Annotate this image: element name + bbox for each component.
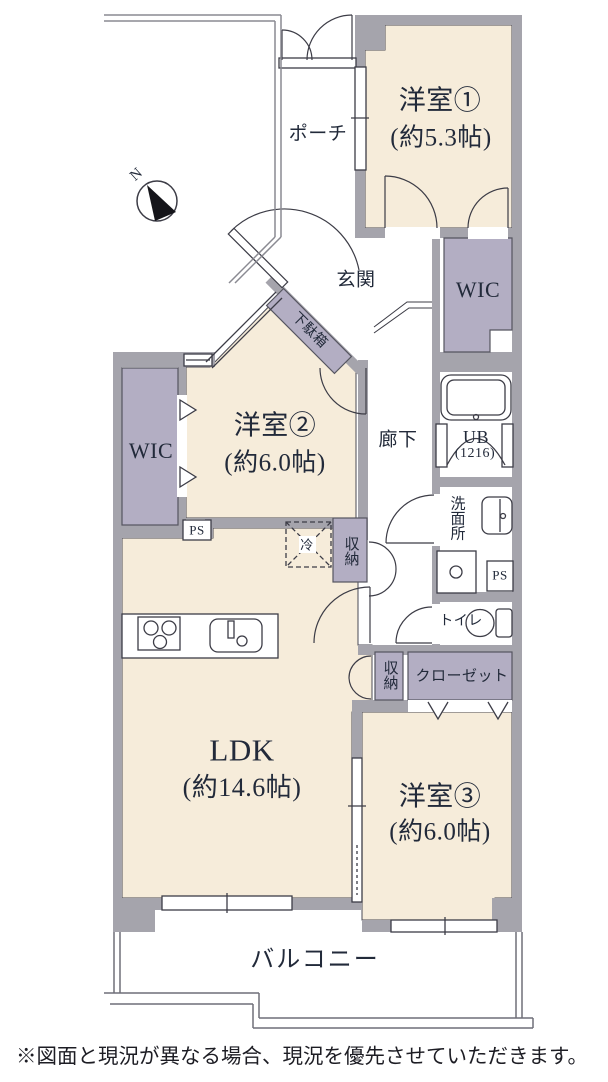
wic-left-label: WIC [128,438,174,463]
closet-block [407,651,513,701]
fixtures [121,374,514,659]
ldk-floor [121,527,373,899]
refrigerator-label: 冷 [300,537,314,553]
compass-icon [136,180,178,222]
unit-bath-label: UB [462,427,490,447]
storage-hallway-block [332,517,368,583]
room2-floor [185,292,357,519]
sink-icon [209,618,263,653]
unit-bath-size: (1216) [454,446,496,461]
wic-right-label: WIC [455,277,501,302]
porch-label: ポーチ [288,123,348,145]
door-arcs [227,14,509,700]
ldk-size: (約14.6帖) [182,773,302,802]
storage-room3-label: 収納 [381,660,398,690]
wic-right-block [443,237,513,353]
wic-left-door-mark [179,398,198,422]
entrance-label: 玄関 [336,269,376,291]
room1-name: 洋室① [398,85,482,116]
refrigerator-box [285,521,332,568]
boundary-lines [104,14,282,284]
toilet-icon [465,608,513,638]
toilet-label: トイレ [439,614,483,629]
washing-machine-icon [436,550,477,594]
storage-hallway-label: 収納 [342,536,359,566]
closet-label: クローゼット [415,668,509,685]
washbasin-icon [481,496,513,535]
closet-blocks [121,237,513,701]
windows-openings [161,57,512,935]
wic-left-door-mark [179,465,198,489]
room2-size: (約6.0帖) [224,449,326,477]
room3-name: 洋室③ [398,781,482,812]
wic-left-block [121,367,179,526]
closet-fold-mark [487,701,509,721]
ps-box-kitchen [182,519,212,541]
ldk-name: LDK [209,732,275,768]
room2-name: 洋室② [233,410,317,441]
shoe-cabinet-block [265,287,353,375]
disclaimer-text: ※図面と現況が異なる場合、現況を優先させていただきます。 [16,1046,588,1068]
ps-kitchen-label: PS [189,522,205,538]
room3-floor [361,711,513,921]
washroom-label: 洗面所 [448,495,465,541]
hallway-label: 廊下 [378,429,418,451]
balcony-label: バルコニー [250,947,380,973]
ps-box-washroom [486,560,514,592]
balcony-outline [104,932,534,1029]
room1-size: (約5.3帖) [390,124,492,152]
stove-icon [137,616,181,651]
bathtub-icon [440,374,512,421]
closet-fold-mark [427,701,449,721]
storage-room3-block [374,651,404,701]
ps-washroom-label: PS [492,567,508,583]
room3-size: (約6.0帖) [389,818,491,846]
